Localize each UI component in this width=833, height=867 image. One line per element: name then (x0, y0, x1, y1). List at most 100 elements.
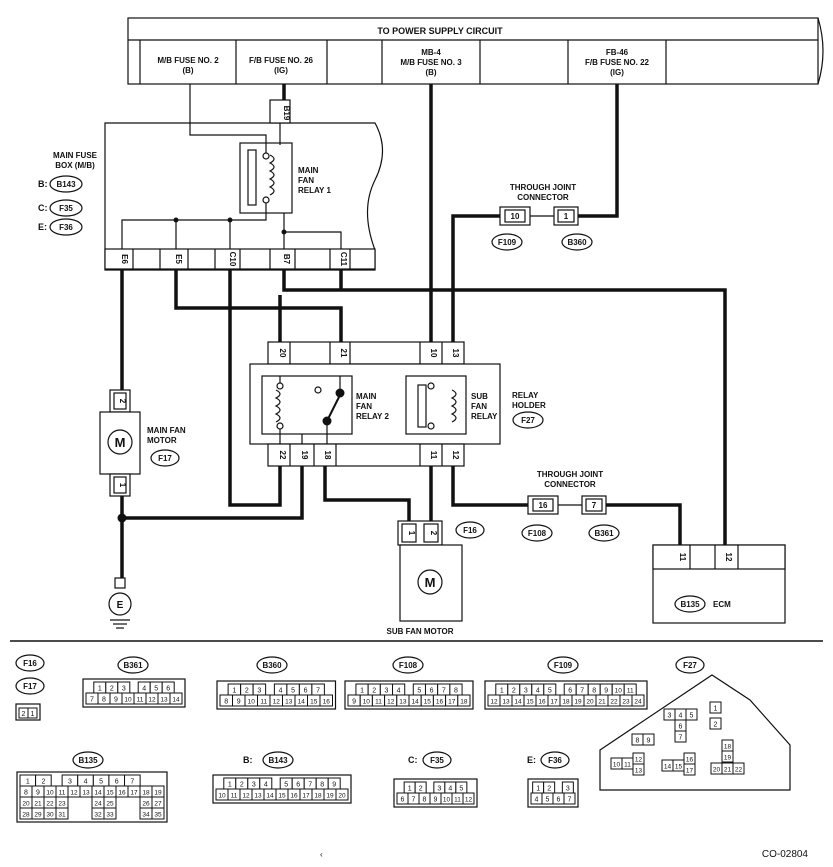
b360-pin: 13 (285, 699, 293, 706)
b135-pin: 30 (46, 812, 54, 819)
relay-bot-pin-18: 18 (323, 451, 332, 460)
legend-b143-prefix: B: (243, 755, 253, 765)
fusebox-e-conn: F36 (59, 223, 73, 232)
f108-cell (457, 694, 471, 707)
b143-pin: 10 (218, 793, 226, 800)
sub-motor-symbol: M (425, 575, 436, 590)
f108-pin: 4 (397, 688, 401, 695)
f108-pin: 17 (448, 699, 456, 706)
f27-pin: 20 (713, 767, 721, 774)
f109-pin: 20 (586, 699, 594, 706)
b360-pin: 15 (310, 699, 318, 706)
relay2-l1: MAIN (356, 392, 377, 401)
f109-pin: 9 (604, 688, 608, 695)
b143-pin: 5 (284, 782, 288, 789)
jc1-title1: THROUGH JOINT (510, 183, 576, 192)
b360-pin: 5 (291, 688, 295, 695)
b135-pin: 21 (34, 801, 42, 808)
b361-pin: 10 (124, 697, 132, 704)
power-col3-l1: M/B FUSE NO. 3 (400, 58, 462, 67)
b361-pin: 12 (148, 697, 156, 704)
b360-pin: 3 (257, 688, 261, 695)
f27-pin: 3 (668, 713, 672, 720)
main-motor-conn: F17 (158, 454, 172, 463)
f109-pin: 5 (548, 688, 552, 695)
b143-pin: 8 (320, 782, 324, 789)
b135-pin: 20 (22, 801, 30, 808)
f27-cell (674, 730, 687, 743)
fusebox-pin-e5: E5 (174, 254, 183, 264)
b360-pin: 7 (316, 688, 320, 695)
f35-pin: 8 (423, 797, 427, 804)
b135-cell (55, 807, 69, 820)
f27-pin: 14 (664, 764, 672, 771)
b360-pin: 16 (323, 699, 331, 706)
relay-holder: 20 21 10 13 22 19 18 11 12 MAIN FAN RELA… (249, 341, 546, 467)
relay-top-pin-10: 10 (429, 349, 438, 358)
ground-symbol: E (108, 577, 132, 629)
b143-pin: 4 (264, 782, 268, 789)
f27-cell (709, 717, 722, 730)
f27-pin: 10 (613, 762, 621, 769)
f27-cell (683, 763, 696, 776)
jc1-title2: CONNECTOR (517, 193, 569, 202)
f27-pin: 6 (679, 724, 683, 731)
fusebox-b-conn: B143 (56, 180, 76, 189)
main-motor-symbol: M (115, 435, 126, 450)
main-motor-pin-bottom: 1 (118, 483, 127, 488)
power-col4-l1: F/B FUSE NO. 22 (585, 58, 650, 67)
f108-pin: 15 (424, 699, 432, 706)
f109-pin: 3 (524, 688, 528, 695)
f27-pin: 12 (635, 757, 643, 764)
f36-pin: 6 (557, 797, 561, 804)
f108-pin: 16 (436, 699, 444, 706)
b135-cell (151, 807, 165, 820)
svg-text:‹: ‹ (320, 850, 323, 859)
b143-pin: 1 (228, 782, 232, 789)
f27-pin: 7 (679, 735, 683, 742)
legend-f35-prefix: C: (408, 755, 418, 765)
b360-pin: 11 (260, 699, 267, 706)
relay-bot-pin-12: 12 (451, 451, 460, 460)
b135-pin: 25 (106, 801, 114, 808)
f109-pin: 24 (634, 699, 642, 706)
f108-pin: 5 (417, 688, 421, 695)
relay2-l2: FAN (356, 402, 372, 411)
f27-pin: 9 (647, 738, 651, 745)
b143-cell (335, 788, 349, 801)
f108-pin: 6 (430, 688, 434, 695)
f109-pin: 17 (550, 699, 558, 706)
ecm-pin-11: 11 (678, 553, 687, 562)
b143-pin: 20 (338, 793, 346, 800)
fusebox-c-prefix: C: (38, 203, 48, 213)
f109-cell (631, 694, 645, 707)
power-col2-l1: F/B FUSE NO. 26 (249, 56, 314, 65)
wires (117, 84, 727, 578)
f109-pin: 23 (622, 699, 630, 706)
b135-pin: 9 (36, 790, 40, 797)
legend-f36: F36 (548, 756, 562, 765)
power-col4-l0: FB-46 (606, 48, 629, 57)
jc2-pin-b: 7 (592, 501, 597, 510)
relay1-l2: FAN (298, 176, 314, 185)
f109-pin: 13 (502, 699, 510, 706)
b143-pin: 15 (278, 793, 286, 800)
legend-f16-pin-2: 2 (22, 711, 26, 718)
jc2-conn-a: F108 (528, 529, 547, 538)
fusebox-top-pin: B19 (282, 106, 291, 121)
power-col3-l2: (B) (425, 68, 436, 77)
jc2-title2: CONNECTOR (544, 480, 596, 489)
sub-motor-pin-b: 2 (429, 531, 438, 536)
f27-outline (599, 674, 791, 791)
jc1-conn-a: F109 (498, 238, 517, 247)
f27-pin: 4 (679, 713, 683, 720)
jc2-conn-b: B361 (594, 529, 614, 538)
jc2-pin-a: 16 (539, 501, 548, 510)
f35-pin: 9 (434, 797, 438, 804)
b135-pin: 32 (94, 812, 102, 819)
b135-pin: 27 (154, 801, 162, 808)
b360-pin: 6 (304, 688, 308, 695)
fusebox-title2: BOX (M/B) (55, 161, 95, 170)
f109-pin: 11 (627, 688, 634, 695)
f108-pin: 11 (375, 699, 382, 706)
